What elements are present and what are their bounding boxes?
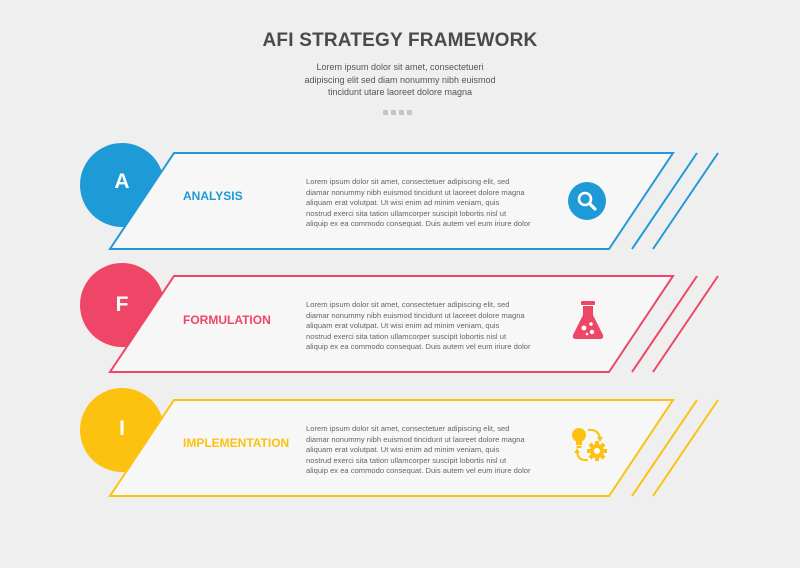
subtitle-line: adipiscing elit sed diam nonummy nibh eu…: [304, 74, 496, 85]
divider-dots: [383, 102, 423, 115]
desc-line: aliquip ex ea commodo consequat. Duis au…: [306, 466, 531, 475]
desc-line: aliquip ex ea commodo consequat. Duis au…: [306, 219, 531, 228]
desc-line: nostrud exerci sita tation ullamcorper s…: [306, 331, 507, 341]
desc-line: Lorem ipsum dolor sit amet, consectetuer…: [306, 177, 510, 186]
analysis-title: ANALYSIS: [183, 189, 243, 203]
analysis-stripe: [631, 152, 698, 250]
desc-line: nostrud exerci sita tation ullamcorper s…: [306, 455, 507, 465]
implementation-description: Lorem ipsum dolor sit amet, consectetuer…: [306, 424, 541, 477]
desc-line: diamar nonummy nibh euismod tincidunt ut…: [306, 187, 525, 197]
formulation-panel: [108, 275, 675, 373]
page-title: AFI STRATEGY FRAMEWORK: [262, 30, 538, 51]
formulation-stripe: [631, 275, 698, 373]
implementation-title: IMPLEMENTATION: [183, 436, 290, 450]
desc-line: diamar nonummy nibh euismod tincidunt ut…: [306, 434, 525, 444]
formulation-description: Lorem ipsum dolor sit amet, consectetuer…: [306, 300, 541, 353]
idea-gear-icon: [568, 424, 610, 469]
desc-line: nostrud exerci sita tation ullamcorper s…: [306, 208, 507, 218]
magnifier-icon: [568, 182, 606, 225]
formulation-stripe: [652, 275, 719, 373]
implementation-stripe: [631, 399, 698, 497]
analysis-stripe: [652, 152, 719, 250]
desc-line: aliquam erat volutpat. Ut wisi enim ad m…: [306, 321, 500, 330]
desc-line: Lorem ipsum dolor sit amet, consectetuer…: [306, 424, 510, 433]
page-subtitle: Lorem ipsum dolor sit amet, consectetuer…: [250, 61, 550, 99]
analysis-letter: A: [114, 170, 130, 193]
analysis-panel: [108, 152, 675, 250]
row-analysis-frame: [80, 143, 719, 250]
desc-line: aliquam erat volutpat. Ut wisi enim ad m…: [306, 198, 500, 207]
subtitle-line: Lorem ipsum dolor sit amet, consectetuer…: [316, 62, 484, 72]
row-formulation-frame: [80, 263, 719, 373]
subtitle-line: tincidunt utare laoreet dolore magna: [327, 87, 473, 97]
implementation-letter: I: [119, 417, 125, 440]
desc-line: aliquam erat volutpat. Ut wisi enim ad m…: [306, 445, 500, 454]
desc-line: Lorem ipsum dolor sit amet, consectetuer…: [306, 300, 510, 309]
implementation-panel: [108, 399, 675, 497]
desc-line: aliquip ex ea commodo consequat. Duis au…: [306, 342, 531, 351]
flask-icon: [570, 300, 606, 345]
row-implementation-frame: [80, 388, 719, 497]
formulation-letter: F: [115, 293, 129, 316]
implementation-stripe: [652, 399, 719, 497]
formulation-title: FORMULATION: [183, 313, 271, 327]
analysis-description: Lorem ipsum dolor sit amet, consectetuer…: [306, 177, 541, 230]
desc-line: diamar nonummy nibh euismod tincidunt ut…: [306, 310, 525, 320]
